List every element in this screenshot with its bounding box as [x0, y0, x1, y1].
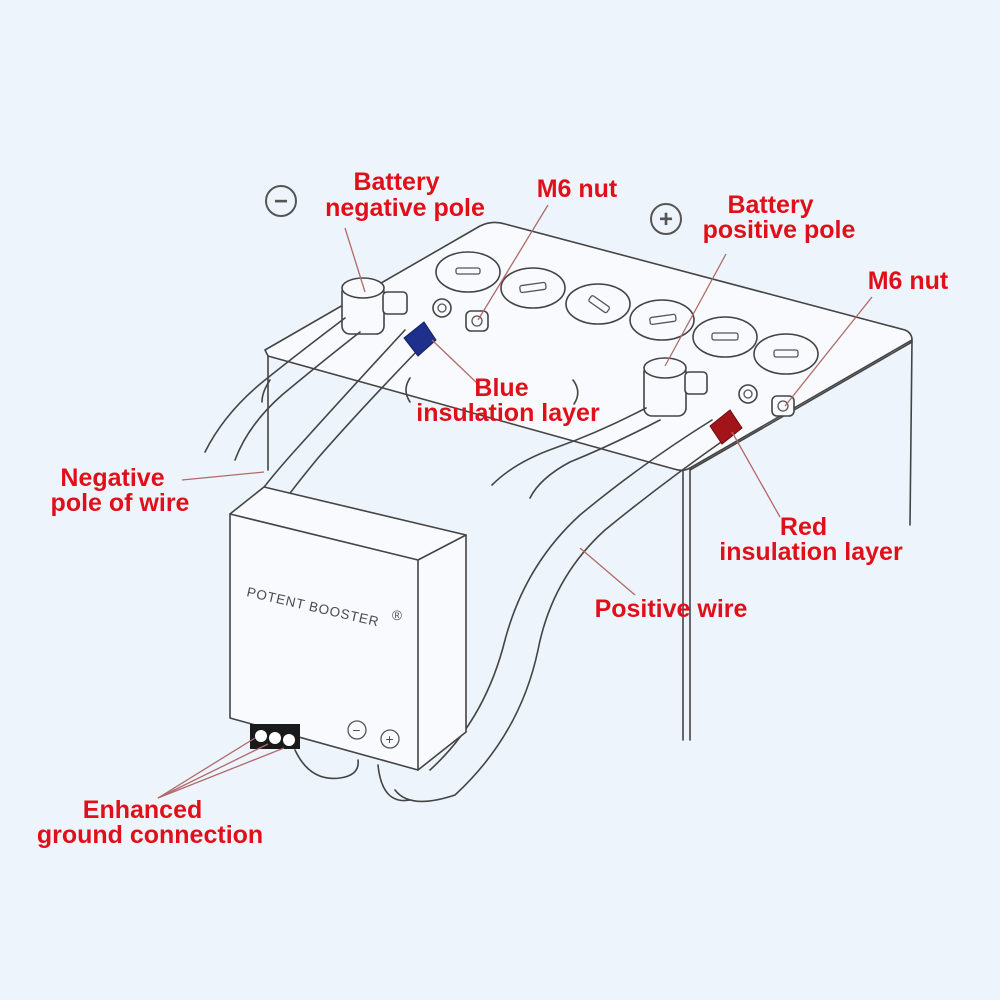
positive-terminal — [643, 357, 795, 417]
leader-lines — [157, 204, 873, 799]
red-insulation-sleeve — [709, 409, 743, 445]
device-positive-symbol: + — [386, 732, 395, 747]
labels: Battery negative pole M6 nut Battery pos… — [37, 168, 949, 849]
negative-wire — [255, 321, 437, 501]
battery-negative-symbol: − — [265, 185, 297, 217]
label-positive-wire: Positive wire — [595, 595, 748, 623]
battery — [264, 221, 913, 741]
device-negative-terminal-icon — [347, 720, 367, 740]
svg-text:−: − — [274, 188, 288, 215]
blue-insulation-sleeve — [403, 321, 437, 357]
device-positive-terminal-icon — [380, 729, 400, 749]
handle-left — [405, 377, 411, 403]
negative-terminal — [341, 277, 489, 335]
device-front-face — [229, 513, 419, 771]
label-m6-nut-right: M6 nut — [868, 267, 949, 295]
battery-top-rim — [689, 341, 913, 471]
label-blue-insulation-layer: Blue insulation layer — [416, 374, 600, 427]
label-negative-pole-of-wire: Negative pole of wire — [51, 464, 190, 517]
potent-booster-device: POTENT BOOSTER ® − + — [229, 486, 467, 802]
label-battery-positive-pole: Battery positive pole — [703, 191, 856, 244]
device-registered-mark: ® — [392, 608, 403, 623]
minus-circle-icon — [265, 185, 297, 217]
vent-caps — [435, 251, 819, 375]
negative-ring-terminal — [432, 298, 452, 318]
battery-positive-symbol: + — [650, 203, 682, 235]
handle-right — [572, 379, 579, 405]
svg-text:+: + — [659, 206, 673, 233]
label-battery-negative-pole: Battery negative pole — [325, 168, 485, 222]
m6-nut-left-shape — [465, 310, 489, 332]
battery-top-face — [264, 221, 913, 472]
label-enhanced-ground-connection: Enhanced ground connection — [37, 796, 263, 849]
plus-circle-icon — [650, 203, 682, 235]
label-red-insulation-layer: Red insulation layer — [719, 513, 903, 566]
label-m6-nut-left: M6 nut — [537, 175, 618, 203]
positive-ring-terminal — [738, 384, 758, 404]
positive-wire — [394, 409, 743, 803]
battery-right-back-edge — [909, 339, 913, 526]
device-negative-symbol: − — [353, 723, 362, 738]
battery-cables — [204, 317, 661, 499]
